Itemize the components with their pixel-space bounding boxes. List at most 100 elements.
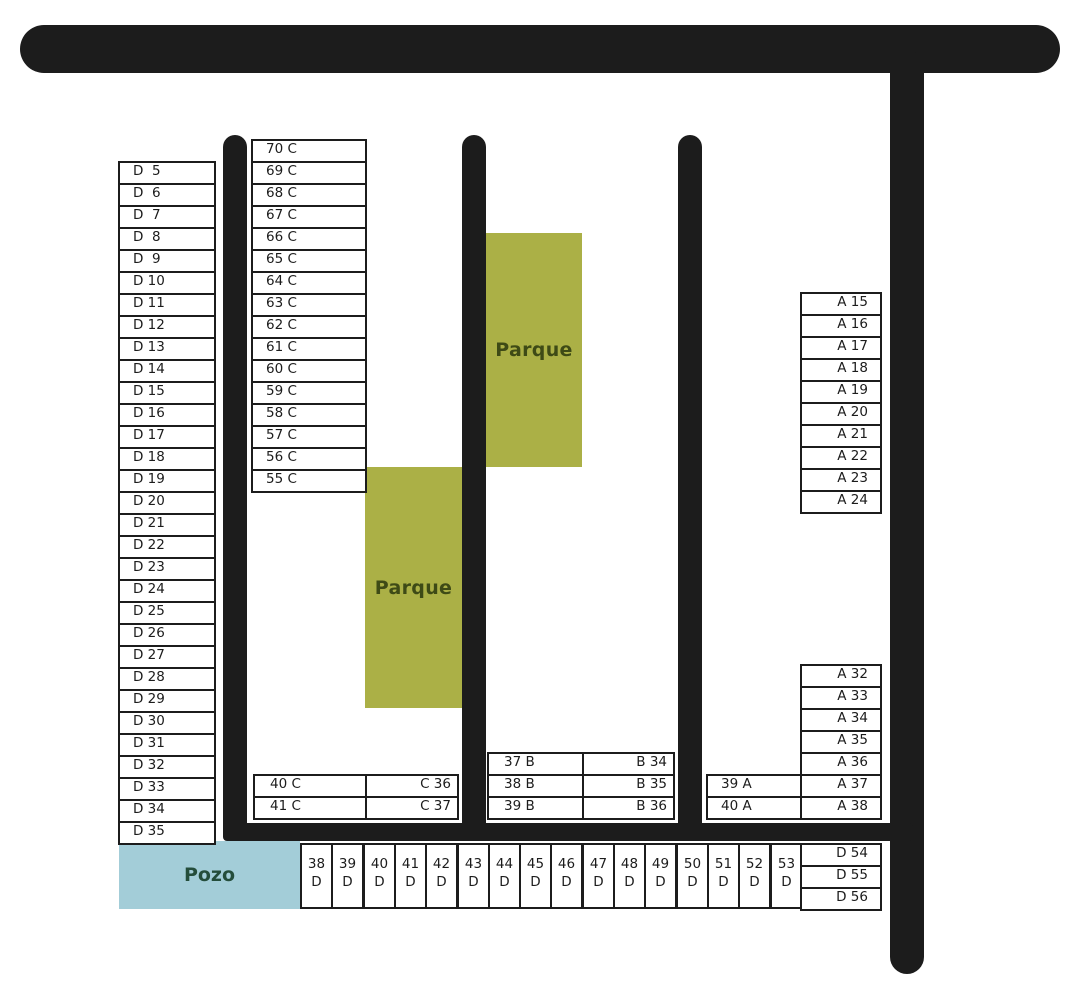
lot-d[interactable]: D 25	[118, 601, 216, 625]
lot-c[interactable]: 63 C	[251, 293, 367, 317]
lot-a[interactable]: A 22	[800, 446, 882, 470]
lot-a[interactable]: A 33	[800, 686, 882, 710]
lot-d[interactable]: D 31	[118, 733, 216, 757]
lot-a[interactable]: A 23	[800, 468, 882, 492]
lot-c[interactable]: 61 C	[251, 337, 367, 361]
lot-c[interactable]: 66 C	[251, 227, 367, 251]
lot-d[interactable]: D 30	[118, 711, 216, 735]
lot-d[interactable]: D 5	[118, 161, 216, 185]
lot-c[interactable]: 70 C	[251, 139, 367, 163]
lot-d[interactable]: D 33	[118, 777, 216, 801]
lot-a[interactable]: 39 A	[706, 774, 802, 798]
lot-d[interactable]: D 17	[118, 425, 216, 449]
lot-a[interactable]: A 36	[800, 752, 882, 776]
lot-c[interactable]: 69 C	[251, 161, 367, 185]
lot-c[interactable]: 62 C	[251, 315, 367, 339]
lot-d[interactable]: D 15	[118, 381, 216, 405]
lot-d[interactable]: D 9	[118, 249, 216, 273]
lot-d[interactable]: D 16	[118, 403, 216, 427]
lot-d[interactable]: D 26	[118, 623, 216, 647]
lot-d[interactable]: D 14	[118, 359, 216, 383]
lot-d[interactable]: D 10	[118, 271, 216, 295]
lot-a[interactable]: A 37	[800, 774, 882, 798]
lot-d[interactable]: D 11	[118, 293, 216, 317]
lot-a[interactable]: A 19	[800, 380, 882, 404]
lot-a[interactable]: A 24	[800, 490, 882, 514]
lot-a[interactable]: 40 A	[706, 796, 802, 820]
lot-c[interactable]: 55 C	[251, 469, 367, 493]
lot-c[interactable]: 65 C	[251, 249, 367, 273]
lot-d[interactable]: D 24	[118, 579, 216, 603]
lot-a[interactable]: A 17	[800, 336, 882, 360]
lot-a[interactable]: A 32	[800, 664, 882, 688]
lot-d[interactable]: D 23	[118, 557, 216, 581]
lot-d[interactable]: D 18	[118, 447, 216, 471]
lot-c[interactable]: 64 C	[251, 271, 367, 295]
lot-d[interactable]: D 7	[118, 205, 216, 229]
lot-a[interactable]: A 34	[800, 708, 882, 732]
lot-d[interactable]: D 35	[118, 821, 216, 845]
lot-a[interactable]: A 38	[800, 796, 882, 820]
lot-label: D 14	[133, 361, 165, 377]
lot-d[interactable]: D 32	[118, 755, 216, 779]
lot-label: D 24	[133, 581, 165, 597]
lot-d[interactable]: D 19	[118, 469, 216, 493]
lot-label: D 13	[133, 339, 165, 355]
lot-c[interactable]: 56 C	[251, 447, 367, 471]
lot-c[interactable]: 58 C	[251, 403, 367, 427]
lot-a[interactable]: A 21	[800, 424, 882, 448]
lot-d[interactable]: D 28	[118, 667, 216, 691]
lot-divider	[582, 776, 584, 796]
lot-d[interactable]: D 12	[118, 315, 216, 339]
lot-letter: D	[405, 874, 416, 890]
lot-label: A 32	[837, 666, 868, 682]
lot-c[interactable]: 67 C	[251, 205, 367, 229]
lot-d[interactable]: D 56	[800, 887, 882, 911]
lot-d[interactable]: D 20	[118, 491, 216, 515]
lot-d[interactable]: D 22	[118, 535, 216, 559]
lot-a[interactable]: A 20	[800, 402, 882, 426]
lot-d[interactable]: D 21	[118, 513, 216, 537]
lot-label: B 35	[636, 776, 667, 792]
lot-a[interactable]: A 16	[800, 314, 882, 338]
lot-d[interactable]: D 55	[800, 865, 882, 889]
lot-c[interactable]: 59 C	[251, 381, 367, 405]
lot-c[interactable]: 68 C	[251, 183, 367, 207]
lot-a[interactable]: A 18	[800, 358, 882, 382]
lot-c[interactable]: 57 C	[251, 425, 367, 449]
lot-c[interactable]: 60 C	[251, 359, 367, 383]
lot-d[interactable]: D 27	[118, 645, 216, 669]
lot-a[interactable]: A 15	[800, 292, 882, 316]
lot-d[interactable]: D 34	[118, 799, 216, 823]
lot-letter: D	[342, 874, 353, 890]
lot-d[interactable]: D 13	[118, 337, 216, 361]
lot-label: A 16	[837, 316, 868, 332]
lot-d[interactable]: D 8	[118, 227, 216, 251]
road-bottom	[223, 823, 913, 841]
lot-a[interactable]: A 35	[800, 730, 882, 754]
lot-d[interactable]: D 29	[118, 689, 216, 713]
lot-d[interactable]: D 6	[118, 183, 216, 207]
lot-d[interactable]: D 54	[800, 843, 882, 867]
